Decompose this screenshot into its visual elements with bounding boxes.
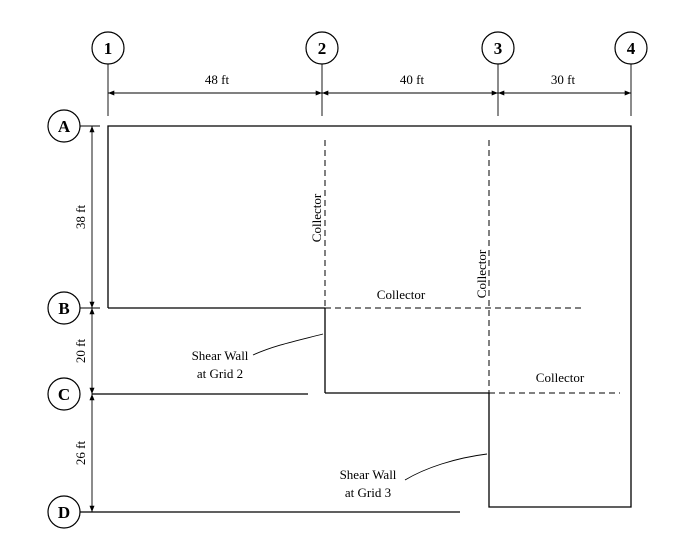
column-label-2: 2 [318,39,327,58]
dimension-1-2: 48 ft [205,72,230,87]
shear-wall-grid-2-line2: at Grid 2 [197,366,243,381]
collector-label-grid-2: Collector [309,193,324,242]
dimension-2-3: 40 ft [400,72,425,87]
collector-label-grid-3: Collector [474,249,489,298]
row-label-D: D [58,503,70,522]
column-grid-2: 2 [305,31,339,116]
column-label-4: 4 [627,39,636,58]
dimension-B-C: 20 ft [73,339,88,364]
row-label-B: B [58,299,69,318]
callout-shear-wall-grid-2: Shear Wall at Grid 2 [192,333,324,381]
dimension-C-D: 26 ft [73,441,88,466]
shear-wall-grid-3-line1: Shear Wall [340,467,397,482]
row-grid-D: D [47,495,81,529]
dimension-3-4: 30 ft [551,72,576,87]
row-label-A: A [58,117,71,136]
column-grid-3: 3 [481,31,515,116]
collector-label-grid-B: Collector [377,287,426,302]
row-grid-C: C [47,377,81,411]
column-label-1: 1 [104,39,113,58]
column-grid-1: 1 [91,31,125,116]
row-label-C: C [58,385,70,404]
shear-wall-grid-2-line1: Shear Wall [192,348,249,363]
row-grid-B: B [47,291,100,325]
column-grid-4: 4 [614,31,648,116]
callout-shear-wall-grid-3: Shear Wall at Grid 3 [340,453,488,500]
collector-lines [324,140,620,394]
dimension-line-vertical: 38 ft 20 ft 26 ft [73,126,95,512]
dimension-line-horizontal: 48 ft 40 ft 30 ft [108,72,631,96]
building-outline [80,125,632,513]
column-label-3: 3 [494,39,503,58]
shear-wall-grid-3-line2: at Grid 3 [345,485,391,500]
dimension-A-B: 38 ft [73,205,88,230]
row-grid-A: A [47,109,100,143]
collector-label-grid-C: Collector [536,370,585,385]
